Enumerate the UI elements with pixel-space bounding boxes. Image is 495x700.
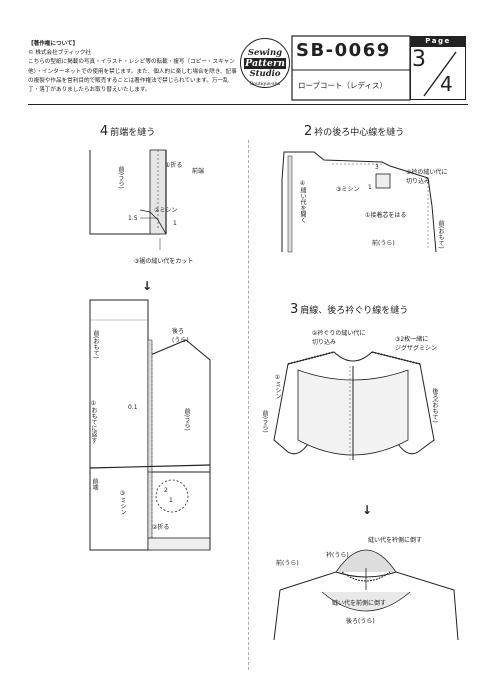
logo-line-4: Boutique-sha [249, 82, 280, 87]
label-4b-front-edge: 前端 [91, 478, 98, 490]
copyright-text: こちらの型紙に掲載の写真・イラスト・レシピ等の転載・複写（コピー・スキャン他）・… [28, 59, 237, 94]
label-3b-eri-ura: 衿(うら) [326, 552, 349, 559]
label-4b-1: 1 [169, 497, 173, 504]
label-2-num1: 1 [368, 184, 372, 191]
page-indicator [410, 46, 466, 100]
label-4b-fold2: ②折る [152, 524, 170, 531]
brand-logo: Sewing Pattern Studio Boutique-sha [240, 38, 290, 88]
step-4-number: 4 [100, 124, 109, 139]
logo-line-2: Pattern [244, 58, 286, 69]
label-2-num3: 3 [375, 164, 379, 171]
label-4b-fold-back1: ①おもてに返す [90, 400, 97, 443]
copyright-notice: 【著作権について】 © 株式会社ブティック社 こちらの型紙に掲載の写真・イラスト… [28, 40, 238, 95]
label-4b-back-ura: 後ろ (うら) [172, 328, 189, 344]
label-4a-1: 1 [173, 220, 177, 227]
step-3-number: 3 [290, 302, 299, 317]
step-2-text: 衿の後ろ中心線を縫う [314, 128, 405, 138]
label-4b-2: 2 [164, 487, 168, 494]
logo-line-1: Sewing [247, 48, 283, 58]
step-3-diagram-a [273, 351, 435, 460]
header-rule [28, 104, 468, 105]
step-3-text: 肩線、後ろ衿ぐり線を縫う [300, 306, 409, 316]
label-3b-mae-ura: 前(うら) [276, 560, 299, 567]
label-4a-front-edge: 前端 [192, 168, 205, 175]
label-3b-front-side: 縫い代を前側に倒す [332, 600, 387, 607]
product-name: ローブコート（レディス） [298, 81, 388, 90]
step-2-diagram [281, 151, 437, 253]
label-3b-collar-side: 縫い代を衿側に倒す [368, 537, 423, 544]
logo-line-3: Studio [249, 69, 281, 79]
step-4-diagram-a [89, 149, 167, 250]
step-3-diagram-b [273, 549, 459, 641]
label-2-mae-omote: 前(おもて) [437, 220, 444, 249]
label-2-tape1: ①接着芯をはる [365, 212, 407, 219]
label-2-mae-ura: 前(うら) [372, 240, 395, 247]
label-4b-mae-omote: 前(おもて) [92, 330, 99, 359]
label-4a-front-ura: 前(うら) [117, 166, 124, 189]
copyright-owner: © 株式会社ブティック社 [28, 50, 91, 57]
label-2-sewing3: ③ミシン [336, 186, 360, 193]
product-code: SB-0069 [296, 40, 391, 61]
label-3-back-omote: 後ろ(おもて) [431, 388, 438, 423]
label-4a-sewing2: ②ミシン [154, 207, 178, 214]
step-4-diagram-b [89, 299, 211, 551]
page-slash [423, 51, 457, 97]
label-4b-sewing3: ③ミシン [119, 490, 126, 515]
label-3-zigzag3: ③2枚一緒に ジグザグミシン [395, 336, 438, 352]
label-3b-back-ura: 後ろ(うら) [346, 618, 375, 625]
label-3-mae-ura: 前(うら) [261, 410, 268, 433]
label-4b-mae-ura: 前(うら) [183, 408, 190, 431]
column-divider [248, 140, 249, 670]
step-4-text: 前端を縫う [110, 128, 156, 138]
down-arrow-icon-2: ↓ [362, 503, 373, 517]
label-2-collar-notch: ②衿の縫い代に 切り込み [406, 169, 448, 185]
label-4a-1-5: 1.5 [128, 215, 138, 222]
page-total: 4 [440, 72, 453, 96]
copyright-title: 【著作権について】 [28, 41, 79, 47]
page-label: Page [410, 36, 466, 46]
label-4a-fold1: ①折る [165, 162, 183, 169]
label-2-open-seam: ④縫い代を開く [299, 180, 306, 223]
label-3-notch2: ②衿ぐりの縫い代に 切り込み [312, 330, 366, 346]
step-2-number: 2 [304, 124, 313, 139]
down-arrow-icon: ↓ [142, 279, 153, 293]
label-4b-0-1: 0.1 [128, 404, 138, 411]
label-4a-cut3: ③裾の縫い代をカット [134, 258, 194, 265]
label-3-sewing1: ①ミシン [274, 374, 281, 399]
page-current: 3 [412, 47, 426, 72]
